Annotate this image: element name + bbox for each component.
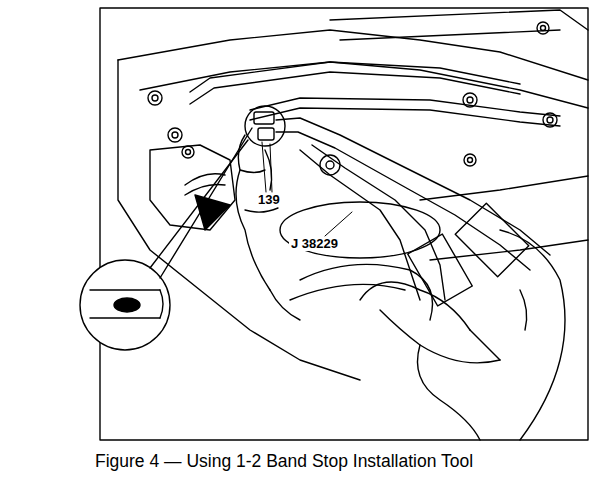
hand-left bbox=[236, 135, 300, 320]
band-stop bbox=[245, 106, 285, 146]
tool-number: J 38229 bbox=[289, 237, 340, 251]
oil-lines bbox=[185, 62, 560, 195]
hand-right bbox=[360, 230, 565, 440]
leader-lines bbox=[262, 142, 352, 236]
detail-inset bbox=[80, 128, 252, 350]
installation-tool bbox=[276, 118, 550, 306]
callout-number: 139 bbox=[256, 193, 282, 207]
bolt-heads bbox=[148, 22, 557, 166]
transmission-case bbox=[118, 10, 588, 380]
frame bbox=[100, 8, 588, 440]
figure-caption: Figure 4 — Using 1-2 Band Stop Installat… bbox=[95, 452, 473, 471]
